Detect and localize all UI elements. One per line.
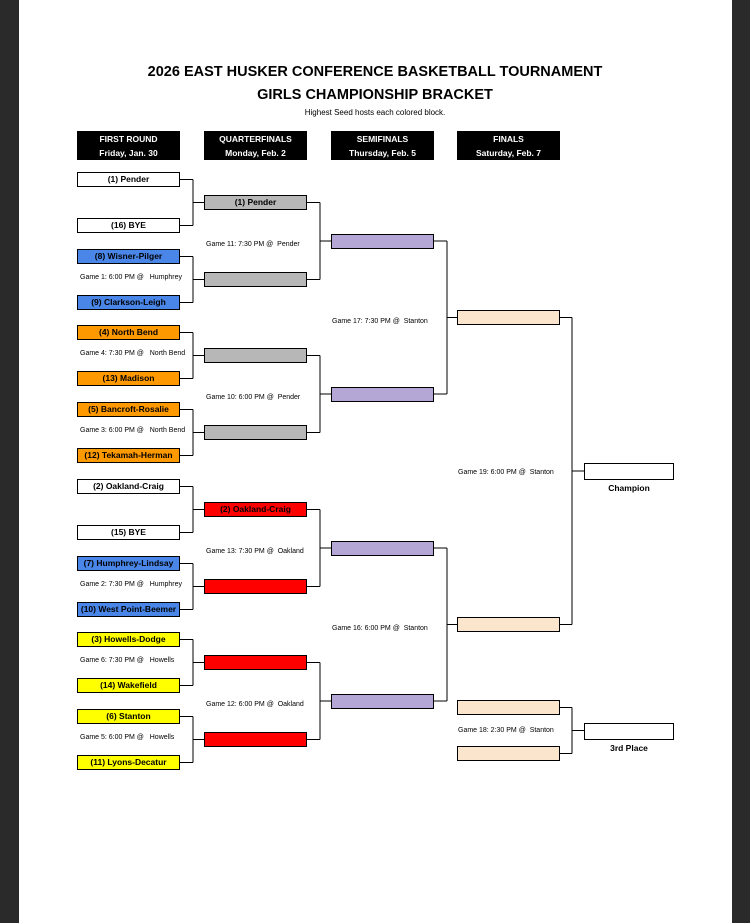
- team-slot: [204, 579, 307, 594]
- game-info: Game 12: 6:00 PM @ Oakland: [206, 701, 304, 708]
- team-slot: [331, 387, 434, 402]
- team-slot: [204, 425, 307, 440]
- team-slot: (10) West Point-Beemer: [77, 602, 180, 617]
- round-name: FIRST ROUND: [99, 134, 158, 144]
- champion-label: Champion: [608, 483, 650, 493]
- game-info: Game 19: 6:00 PM @ Stanton: [458, 469, 554, 476]
- team-slot: (3) Howells-Dodge: [77, 632, 180, 647]
- game-info: Game 10: 6:00 PM @ Pender: [206, 394, 301, 401]
- game-info: Game 11: 7:30 PM @ Pender: [206, 241, 300, 248]
- round-name: FINALS: [493, 134, 524, 144]
- team-slot: [204, 732, 307, 747]
- team-slot: (9) Clarkson-Leigh: [77, 295, 180, 310]
- hosting-note: Highest Seed hosts each colored block.: [304, 108, 446, 117]
- game-info: Game 1: 6:00 PM @ Humphrey: [80, 274, 183, 281]
- third-place-slot: [584, 723, 674, 740]
- team-slot: [204, 348, 307, 363]
- game-info: Game 3: 6:00 PM @ North Bend: [80, 427, 186, 434]
- round-date: Thursday, Feb. 5: [349, 148, 416, 158]
- round-name: QUARTERFINALS: [219, 134, 292, 144]
- round-date: Monday, Feb. 2: [225, 148, 286, 158]
- team-slot: (2) Oakland-Craig: [77, 479, 180, 494]
- team-slot: [331, 541, 434, 556]
- round-header: QUARTERFINALS Monday, Feb. 2: [204, 131, 307, 160]
- game-info: Game 18: 2:30 PM @ Stanton: [458, 727, 554, 734]
- team-slot: (7) Humphrey-Lindsay: [77, 556, 180, 571]
- team-slot: [331, 234, 434, 249]
- team-slot: [457, 746, 560, 761]
- team-slot: (15) BYE: [77, 525, 180, 540]
- team-slot: (16) BYE: [77, 218, 180, 233]
- champion-slot: [584, 463, 674, 480]
- game-info: Game 5: 6:00 PM @ Howells: [80, 734, 175, 741]
- team-slot: (11) Lyons-Decatur: [77, 755, 180, 770]
- team-slot: (14) Wakefield: [77, 678, 180, 693]
- team-slot: [457, 310, 560, 325]
- game-info: Game 17: 7:30 PM @ Stanton: [332, 318, 428, 325]
- team-slot: (8) Wisner-Pilger: [77, 249, 180, 264]
- team-slot: (12) Tekamah-Herman: [77, 448, 180, 463]
- page-title: 2026 EAST HUSKER CONFERENCE BASKETBALL T…: [147, 64, 603, 80]
- round-header: SEMIFINALS Thursday, Feb. 5: [331, 131, 434, 160]
- team-slot: (1) Pender: [77, 172, 180, 187]
- page-subtitle: GIRLS CHAMPIONSHIP BRACKET: [257, 87, 493, 103]
- round-header: FINALS Saturday, Feb. 7: [457, 131, 560, 160]
- round-date: Saturday, Feb. 7: [475, 148, 542, 158]
- team-slot: (5) Bancroft-Rosalie: [77, 402, 180, 417]
- team-slot: [331, 694, 434, 709]
- game-info: Game 2: 7:30 PM @ Humphrey: [80, 581, 183, 588]
- team-slot: [204, 655, 307, 670]
- team-slot: (13) Madison: [77, 371, 180, 386]
- third-place-label: 3rd Place: [610, 743, 648, 753]
- team-slot: [457, 700, 560, 715]
- round-header: FIRST ROUND Friday, Jan. 30: [77, 131, 180, 160]
- round-date: Friday, Jan. 30: [99, 148, 158, 158]
- team-slot: (2) Oakland-Craig: [204, 502, 307, 517]
- team-slot: [204, 272, 307, 287]
- game-info: Game 4: 7:30 PM @ North Bend: [80, 350, 186, 357]
- team-slot: (1) Pender: [204, 195, 307, 210]
- team-slot: (6) Stanton: [77, 709, 180, 724]
- game-info: Game 13: 7:30 PM @ Oakland: [206, 548, 304, 555]
- team-slot: (4) North Bend: [77, 325, 180, 340]
- team-slot: [457, 617, 560, 632]
- game-info: Game 16: 6:00 PM @ Stanton: [332, 625, 428, 632]
- game-info: Game 6: 7:30 PM @ Howells: [80, 657, 175, 664]
- round-name: SEMIFINALS: [356, 134, 409, 144]
